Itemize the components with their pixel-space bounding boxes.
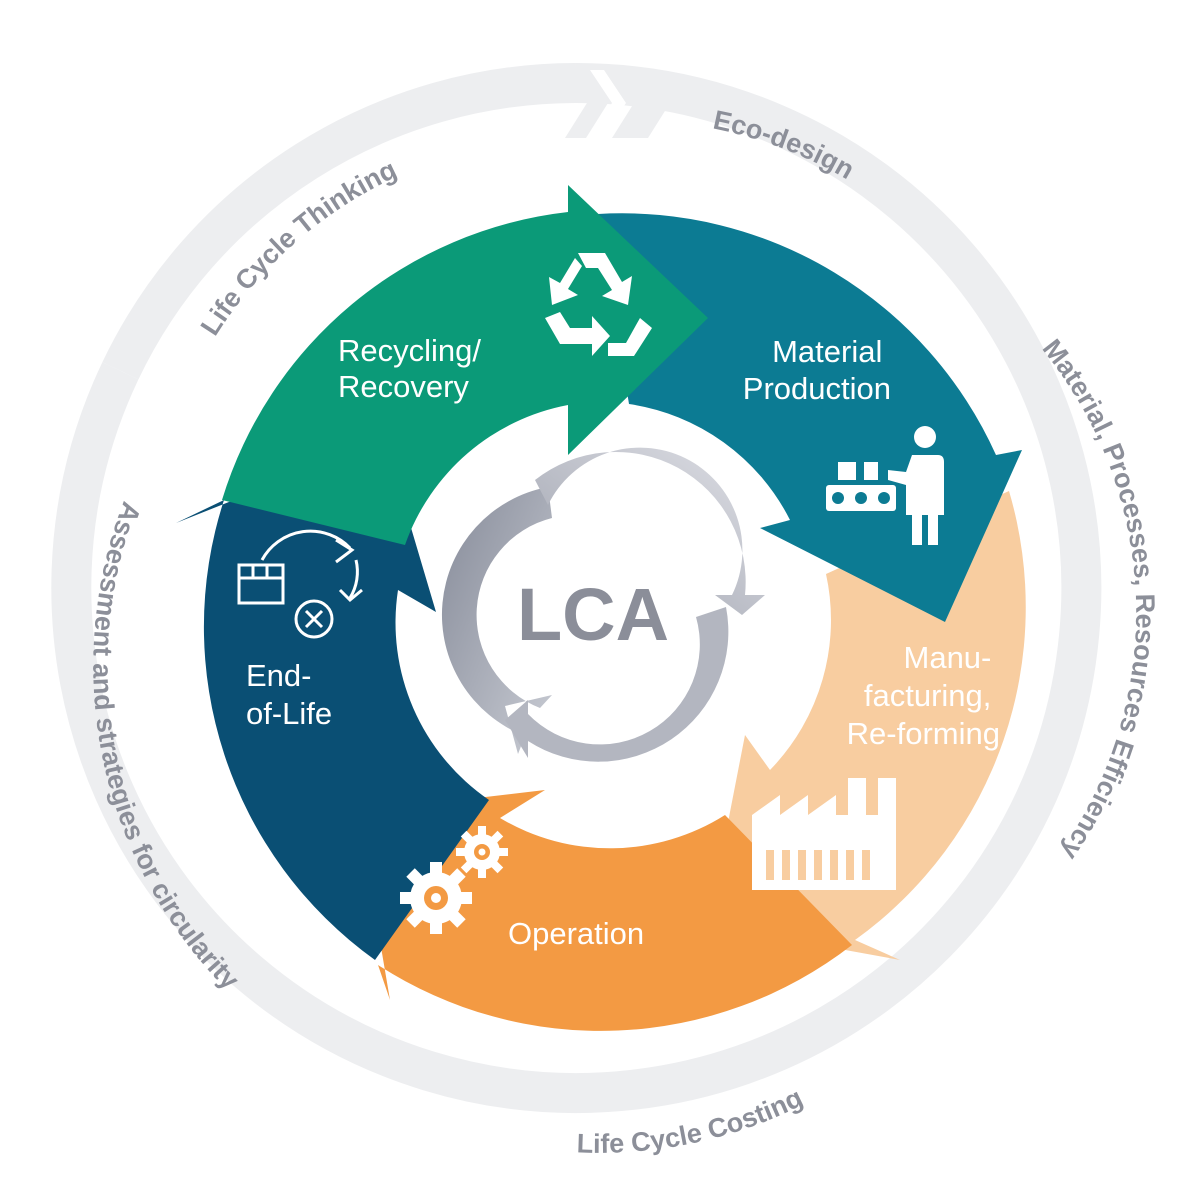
outer-ring-chevron-back (612, 68, 670, 138)
factory-icon (752, 778, 896, 890)
recycle-icon (545, 253, 652, 356)
conveyor-worker-icon (826, 426, 944, 545)
outer-ring-chevron-front (565, 68, 608, 138)
segment-recycling (222, 185, 708, 545)
center-label: LCA (517, 573, 669, 656)
outer-ring-arc-upper (102, 63, 576, 380)
gears-icon (400, 826, 508, 934)
material-label: Material Production (743, 334, 891, 406)
disposal-cycle-icon (237, 529, 363, 639)
outer-ring-arc (51, 63, 1102, 1113)
manufacturing-label: Manu- facturing, Re-forming (847, 640, 1000, 751)
center-cycle-arrow-top (535, 447, 765, 615)
operation-label: Operation (508, 916, 644, 951)
center-cycle-arrow-left (441, 487, 552, 754)
end-of-life-label: End- of-Life (246, 658, 332, 731)
center-cycle-arrow-right (505, 607, 729, 762)
outer-ring-chevron-gap (590, 70, 626, 136)
recycling-label: Recycling/ Recovery (338, 333, 490, 404)
